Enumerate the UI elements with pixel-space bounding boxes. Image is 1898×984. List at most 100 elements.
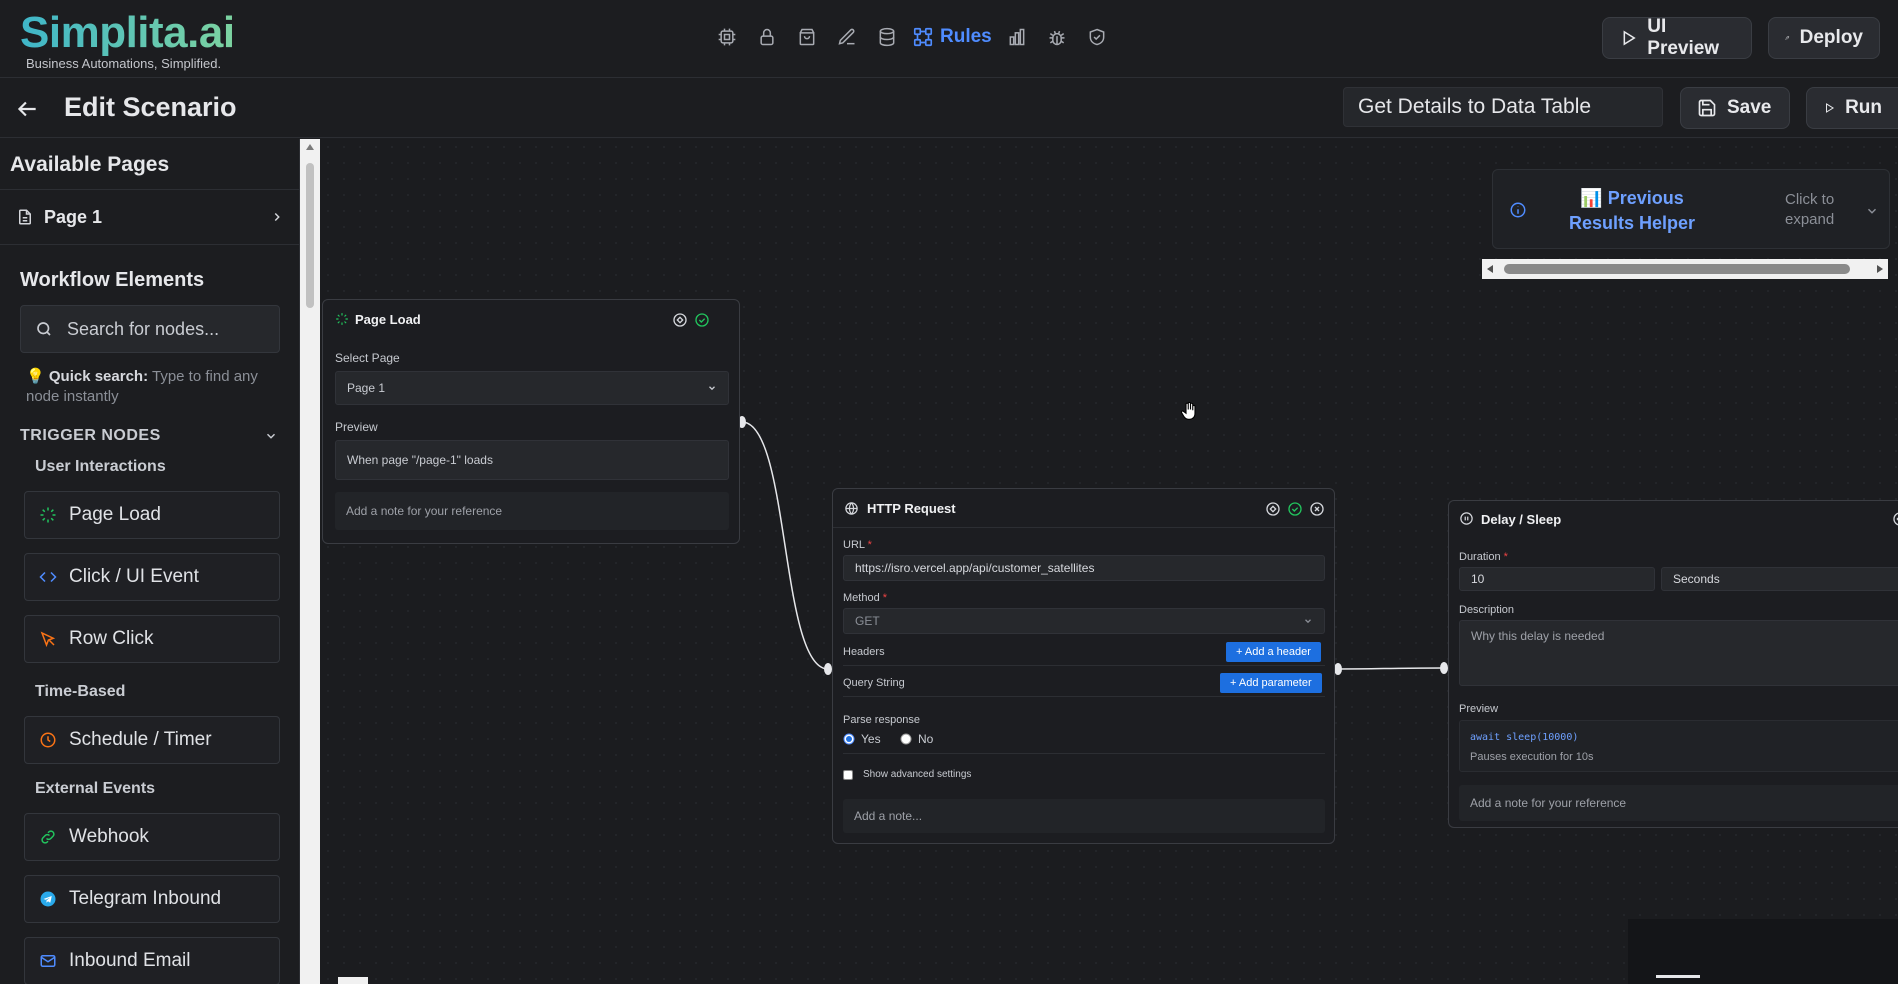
node-label: Row Click xyxy=(69,628,154,649)
scenario-name-input[interactable] xyxy=(1343,87,1663,127)
scroll-right-icon[interactable] xyxy=(1876,264,1884,274)
duration-unit-select[interactable]: Seconds xyxy=(1661,567,1898,591)
previous-results-helper[interactable]: 📊 Previous Results Helper Click to expan… xyxy=(1492,169,1890,249)
no-label: No xyxy=(918,732,934,746)
rocket-icon xyxy=(1785,36,1790,40)
shield-icon[interactable] xyxy=(1082,22,1112,52)
code-icon xyxy=(39,571,57,583)
category-user-interactions: User Interactions xyxy=(35,458,166,475)
bar-chart-icon[interactable] xyxy=(1002,22,1032,52)
settings-icon[interactable] xyxy=(672,312,688,328)
trigger-nodes-section[interactable]: TRIGGER NODES xyxy=(20,427,278,445)
save-label: Save xyxy=(1727,97,1772,118)
check-circle-icon[interactable] xyxy=(694,312,710,328)
advanced-settings-checkbox[interactable]: Show advanced settings xyxy=(843,769,971,780)
cursor-icon xyxy=(40,631,56,648)
page-select-value: Page 1 xyxy=(347,381,386,395)
preview-label: Preview xyxy=(335,420,378,434)
save-icon xyxy=(1698,99,1716,117)
node-click-ui-event[interactable]: Click / UI Event xyxy=(24,553,280,601)
page-item-label: Page 1 xyxy=(44,206,103,227)
divider xyxy=(843,696,1325,697)
node-title: HTTP Request xyxy=(867,501,956,516)
brand-tagline: Business Automations, Simplified. xyxy=(26,56,222,71)
node-row-click[interactable]: Row Click xyxy=(24,615,280,663)
lock-icon[interactable] xyxy=(752,22,782,52)
node-title: Delay / Sleep xyxy=(1481,512,1562,527)
preview-box: When page "/page-1" loads xyxy=(335,440,729,480)
scrollbar-thumb[interactable] xyxy=(1504,264,1850,274)
sidebar-scrollbar[interactable] xyxy=(300,139,320,984)
deploy-label: Deploy xyxy=(1799,27,1863,48)
edit-icon[interactable] xyxy=(832,22,862,52)
quick-search-hint: 💡 Quick search: Type to find any node in… xyxy=(26,367,286,407)
close-circle-icon[interactable] xyxy=(1309,501,1325,517)
search-icon xyxy=(37,322,51,336)
chevron-right-icon xyxy=(274,212,280,222)
shopping-bag-icon[interactable] xyxy=(792,22,822,52)
divider xyxy=(843,665,1325,666)
settings-icon[interactable] xyxy=(1892,511,1898,527)
port-dot xyxy=(738,416,746,428)
nav-rules-tab[interactable]: Rules xyxy=(912,22,992,52)
chevron-down-icon xyxy=(266,433,276,439)
ui-preview-label: UI Preview xyxy=(1647,16,1720,59)
url-input[interactable]: https://isro.vercel.app/api/customer_sat… xyxy=(843,555,1325,581)
helper-horizontal-scrollbar[interactable] xyxy=(1482,259,1888,279)
add-header-button[interactable]: + Add a header xyxy=(1226,642,1321,662)
cpu-icon[interactable] xyxy=(712,22,742,52)
available-pages-heading: Available Pages xyxy=(10,153,170,176)
sidebar: Available Pages Page 1 Workflow Elements… xyxy=(0,139,300,984)
headers-label: Headers xyxy=(843,646,885,658)
note-field[interactable]: Add a note... xyxy=(843,799,1325,833)
link-icon xyxy=(41,830,55,844)
query-string-label: Query String xyxy=(843,677,905,689)
settings-icon[interactable] xyxy=(1265,501,1281,517)
scroll-left-icon[interactable] xyxy=(1486,264,1494,274)
ui-preview-button[interactable]: UI Preview xyxy=(1602,16,1752,59)
node-search-field[interactable]: Search for nodes... xyxy=(20,305,280,353)
top-nav: Rules xyxy=(712,22,1112,52)
add-parameter-button[interactable]: + Add parameter xyxy=(1220,673,1322,693)
parse-yes-option[interactable]: Yes xyxy=(843,732,881,746)
minimap[interactable] xyxy=(1628,919,1898,984)
node-label: Inbound Email xyxy=(69,950,191,971)
check-circle-icon[interactable] xyxy=(1287,501,1303,517)
parse-no-option[interactable]: No xyxy=(900,732,933,746)
node-webhook[interactable]: Webhook xyxy=(24,813,280,861)
page-load-node[interactable]: Page Load Select Page Page 1 Preview Whe… xyxy=(322,299,740,544)
run-button[interactable]: Run xyxy=(1806,87,1898,129)
duration-input[interactable]: 10 xyxy=(1459,567,1655,591)
save-button[interactable]: Save xyxy=(1680,87,1790,129)
deploy-button[interactable]: Deploy xyxy=(1768,17,1880,59)
run-label: Run xyxy=(1845,97,1882,118)
http-request-node[interactable]: HTTP Request URL * https://isro.vercel.a… xyxy=(832,488,1335,844)
page-item-page-1[interactable]: Page 1 xyxy=(0,190,299,244)
node-telegram-inbound[interactable]: Telegram Inbound xyxy=(24,875,280,923)
database-icon[interactable] xyxy=(872,22,902,52)
scroll-up-icon[interactable] xyxy=(305,143,315,151)
pause-circle-icon xyxy=(1460,512,1473,525)
edge-pageload-http xyxy=(741,421,829,670)
minimap-marker xyxy=(1656,975,1700,978)
back-arrow-icon[interactable] xyxy=(14,96,40,122)
node-schedule-timer[interactable]: Schedule / Timer xyxy=(24,716,280,764)
method-select[interactable]: GET xyxy=(843,608,1325,634)
globe-icon xyxy=(845,502,858,515)
logo[interactable]: Simplita.ai Business Automations, Simpli… xyxy=(20,8,235,71)
workflow-canvas[interactable]: 📊 Previous Results Helper Click to expan… xyxy=(320,139,1898,984)
page-select[interactable]: Page 1 xyxy=(335,371,729,405)
node-page-load[interactable]: Page Load xyxy=(24,491,280,539)
description-textarea[interactable]: Why this delay is needed xyxy=(1459,620,1898,686)
bug-icon[interactable] xyxy=(1042,22,1072,52)
helper-title: 📊 Previous Results Helper xyxy=(1551,186,1713,236)
telegram-icon xyxy=(40,891,56,907)
note-field[interactable]: Add a note for your reference xyxy=(1459,785,1898,821)
delay-sleep-node[interactable]: Delay / Sleep Duration * 10 Seconds Desc… xyxy=(1448,500,1898,828)
note-field[interactable]: Add a note for your reference xyxy=(335,492,729,530)
node-inbound-email[interactable]: Inbound Email xyxy=(24,937,280,984)
divider xyxy=(0,244,299,245)
chevron-down-icon[interactable] xyxy=(1865,204,1879,218)
scrollbar-thumb[interactable] xyxy=(306,163,314,308)
rules-icon xyxy=(913,27,933,47)
